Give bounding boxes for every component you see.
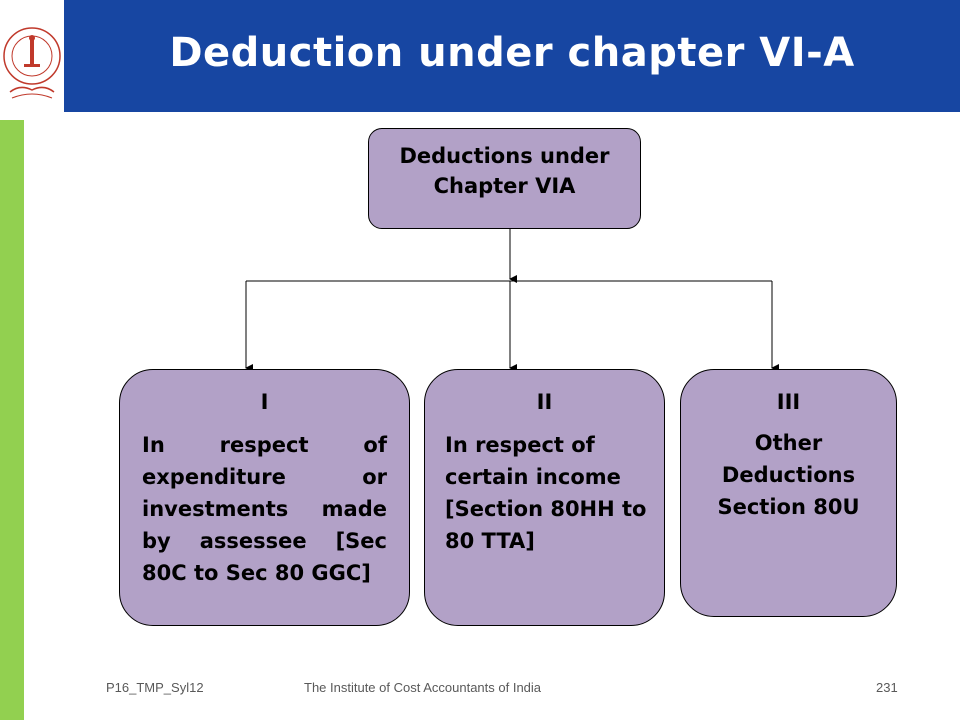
category-description: In respect of certain income [Section 80… — [445, 433, 647, 553]
footer-institute: The Institute of Cost Accountants of Ind… — [304, 680, 542, 695]
title-bar: Deduction under chapter VI-A — [64, 0, 960, 112]
category-box-2: II In respect of certain income [Section… — [424, 369, 665, 626]
category-description: Other Deductions Section 80U — [717, 431, 860, 519]
institute-seal-icon — [3, 27, 61, 99]
category-box-1: I In respect of expenditure or investmen… — [119, 369, 410, 626]
side-accent-bar — [0, 120, 24, 720]
root-node-label: Deductions under Chapter VIA — [399, 144, 610, 198]
category-numeral: I — [260, 390, 269, 414]
institute-logo — [0, 0, 64, 112]
category-box-3: III Other Deductions Section 80U — [680, 369, 897, 617]
slide-title: Deduction under chapter VI-A — [169, 30, 855, 76]
footer-page-number: 231 — [876, 680, 898, 695]
category-description: In respect of expenditure or investments… — [142, 433, 387, 585]
root-node: Deductions under Chapter VIA — [368, 128, 641, 229]
category-numeral: III — [776, 390, 801, 414]
category-numeral: II — [536, 390, 553, 414]
footer-code: P16_TMP_Syl12 — [106, 680, 204, 695]
